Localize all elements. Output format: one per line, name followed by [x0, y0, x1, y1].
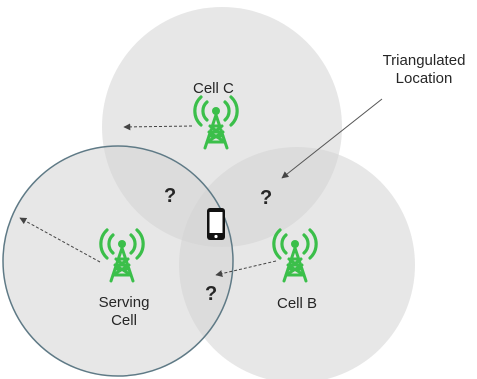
serving-cell-label-line1: Serving: [98, 294, 150, 311]
cell-c-label: Cell C: [193, 80, 234, 97]
serving-cell-direction-arrow: [19, 217, 101, 263]
triangulated-location-callout: Triangulated Location: [376, 52, 472, 88]
triangulated-callout-line2: Location: [395, 70, 453, 87]
triangulated-callout-line1: Triangulated: [382, 52, 466, 69]
triangulated-location-pointer: [281, 98, 383, 179]
serving-cell-label: Serving Cell: [96, 294, 152, 330]
mobile-phone-icon: [207, 208, 225, 240]
unknown-location-marker: ?: [164, 185, 177, 207]
cell-c-direction-arrow: [123, 123, 193, 131]
cell-b-label: Cell B: [277, 295, 318, 312]
serving-cell-label-line2: Cell: [111, 312, 137, 329]
unknown-location-marker: ?: [205, 283, 218, 305]
unknown-location-marker: ?: [260, 187, 273, 209]
cell-b-direction-arrow: [215, 260, 277, 277]
